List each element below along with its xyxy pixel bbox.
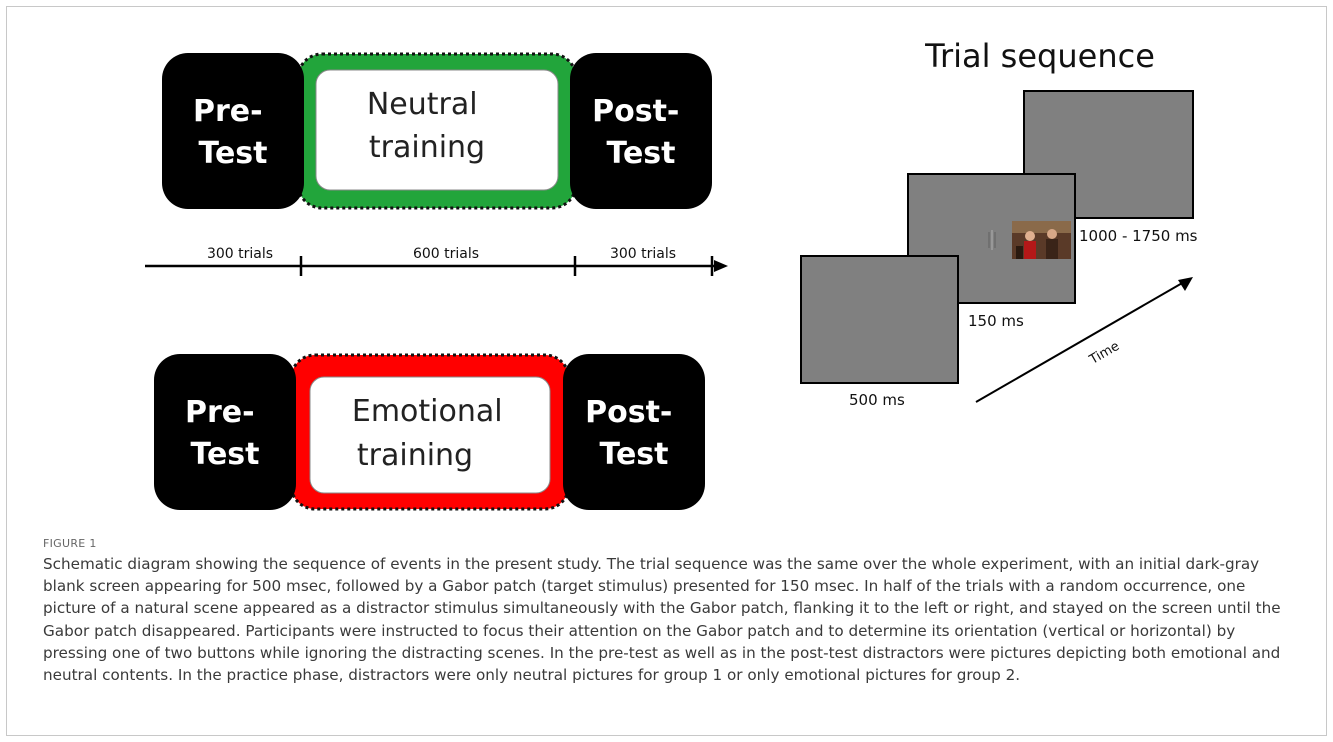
post-test-label-2-line1: Post- xyxy=(585,395,672,430)
distractor-picture-icon xyxy=(1012,221,1071,259)
figure-caption: Schematic diagram showing the sequence o… xyxy=(43,555,1281,685)
figure-label: FIGURE 1 xyxy=(43,537,97,550)
neutral-training-label-line1: Neutral xyxy=(367,87,478,122)
emotional-training-label-line2: training xyxy=(357,438,473,473)
svg-text:Post- Test: Post- Test xyxy=(585,395,683,472)
timeline-label-post: 300 trials xyxy=(610,246,676,262)
figure-frame xyxy=(6,6,1327,736)
gabor-patch-icon xyxy=(988,230,996,250)
emotional-group: Pre- Test Post- Test Emotional training xyxy=(154,353,705,511)
svg-text:Pre- Test: Pre- Test xyxy=(193,94,273,171)
trial-sequence: Trial sequence 1000 - 1750 ms 150 ms 500… xyxy=(800,37,1198,409)
emotional-training-label-line1: Emotional xyxy=(352,394,503,429)
post-test-block-2 xyxy=(563,354,705,510)
neutral-training-box xyxy=(315,69,559,191)
duration-blank: 500 ms xyxy=(849,391,905,409)
post-test-label-line2: Test xyxy=(606,136,675,171)
emotional-training-box xyxy=(309,376,551,494)
trial-timeline: 300 trials 600 trials 300 trials xyxy=(145,246,728,276)
pre-test-label-2-line1: Pre- xyxy=(185,395,255,430)
duration-stimulus: 150 ms xyxy=(968,312,1024,330)
svg-text:Neutral training: Neutral training xyxy=(367,87,487,165)
timeline-label-training: 600 trials xyxy=(413,246,479,262)
pre-test-label-line1: Pre- xyxy=(193,94,263,129)
screen-blank xyxy=(800,255,959,384)
figure-diagram: Pre- Test Post- Test Neutral training 30… xyxy=(145,37,1198,511)
neutral-group: Pre- Test Post- Test Neutral training xyxy=(162,52,712,210)
trial-sequence-title: Trial sequence xyxy=(924,37,1155,75)
pre-test-label-line2: Test xyxy=(198,136,267,171)
svg-text:300 trials: 300 trials xyxy=(610,246,676,262)
svg-text:Post- Test: Post- Test xyxy=(592,94,690,171)
svg-text:300 trials: 300 trials xyxy=(207,246,273,262)
pre-test-label-2-line2: Test xyxy=(190,437,259,472)
timeline-label-pre: 300 trials xyxy=(207,246,273,262)
post-test-label-line1: Post- xyxy=(592,94,679,129)
svg-text:600 trials: 600 trials xyxy=(413,246,479,262)
post-test-block xyxy=(570,53,712,209)
pre-test-block xyxy=(162,53,304,209)
svg-text:Emotional training: Emotional training xyxy=(352,394,512,473)
pre-test-block-2 xyxy=(154,354,296,510)
duration-iti: 1000 - 1750 ms xyxy=(1079,227,1198,245)
time-label: Time xyxy=(1086,339,1122,368)
svg-text:Pre- Test: Pre- Test xyxy=(185,395,265,472)
neutral-training-label-line2: training xyxy=(369,130,485,165)
post-test-label-2-line2: Test xyxy=(599,437,668,472)
